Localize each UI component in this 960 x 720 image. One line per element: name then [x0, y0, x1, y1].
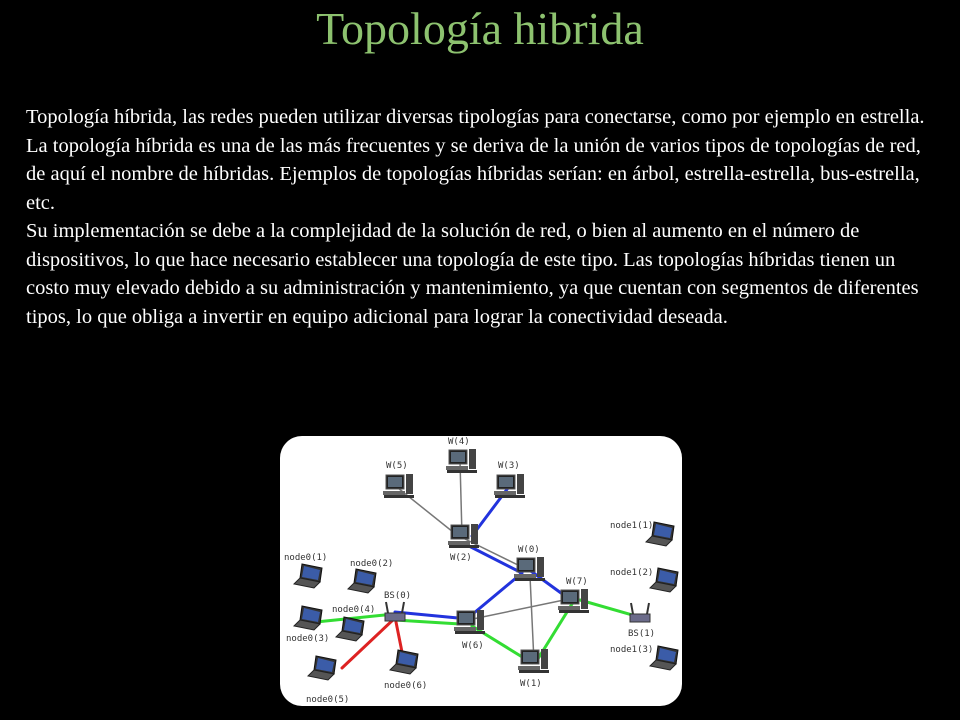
label-node0-2: node0(2) [350, 559, 393, 569]
pc-w1 [517, 648, 550, 674]
label-node0-5: node0(5) [306, 695, 349, 705]
laptop-node0-6 [389, 649, 419, 675]
pc-w7 [557, 588, 590, 614]
laptop-node0-1 [293, 563, 323, 589]
label-w2: W(2) [450, 553, 472, 563]
laptop-node0-3 [293, 605, 323, 631]
paragraph-intro: Topología híbrida, las redes pueden util… [26, 106, 925, 128]
label-w6: W(6) [462, 641, 484, 651]
label-w1: W(1) [520, 679, 542, 689]
laptop-node0-5 [307, 655, 337, 681]
label-node0-3: node0(3) [286, 634, 329, 644]
label-w4: W(4) [448, 437, 470, 447]
laptop-node0-2 [347, 568, 377, 594]
laptop-node1-3 [649, 645, 679, 671]
pc-w3 [493, 473, 526, 499]
label-w3: W(3) [498, 461, 520, 471]
hybrid-topology-diagram: W(4) W(5) W(3) W(2) W(0) W(7) W(6) W(1) … [280, 436, 682, 706]
label-node0-6: node0(6) [384, 681, 427, 691]
label-bs1: BS(1) [628, 629, 655, 639]
laptop-node1-2 [649, 567, 679, 593]
label-bs0: BS(0) [384, 591, 411, 601]
paragraph-implementation: Su implementación se debe a la complejid… [26, 220, 919, 328]
pc-w5 [382, 473, 415, 499]
label-node1-3: node1(3) [610, 645, 653, 655]
label-node0-1: node0(1) [284, 553, 327, 563]
label-w5: W(5) [386, 461, 408, 471]
paragraph-definition: La topología híbrida es una de las más f… [26, 134, 921, 214]
slide-body-text: Topología híbrida, las redes pueden util… [26, 103, 926, 331]
label-node1-1: node1(1) [610, 521, 653, 531]
access-point-bs1 [629, 602, 651, 623]
label-w0: W(0) [518, 545, 540, 555]
slide-title: Topología hibrida [316, 3, 644, 54]
label-w7: W(7) [566, 577, 588, 587]
label-node0-4: node0(4) [332, 605, 375, 615]
network-diagram-svg: W(4) W(5) W(3) W(2) W(0) W(7) W(6) W(1) … [284, 437, 679, 705]
label-node1-2: node1(2) [610, 568, 653, 578]
pc-w4 [445, 448, 478, 474]
